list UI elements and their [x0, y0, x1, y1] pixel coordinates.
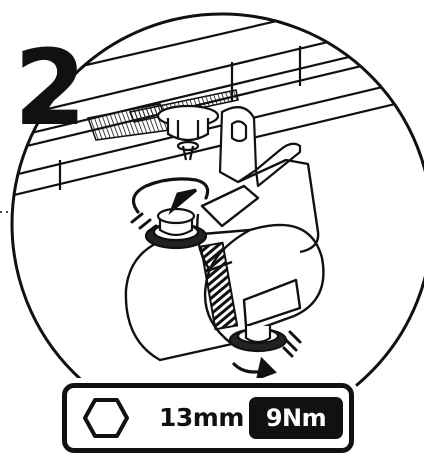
pipe-clamp [124, 158, 325, 362]
threaded-rod [199, 241, 239, 331]
step-number: 2 [14, 27, 86, 149]
tighten-arrow-lower [232, 330, 302, 381]
tighten-arrow-upper [130, 177, 210, 234]
spec-bar: 13mm 9Nm [62, 383, 354, 453]
wrench-size-label: 13mm [159, 403, 244, 432]
top-nut [156, 104, 220, 161]
torque-badge: 9Nm [249, 397, 343, 439]
lower-nut [228, 326, 288, 353]
upper-bolt-head [144, 207, 208, 250]
hex-nut-icon [83, 398, 129, 438]
